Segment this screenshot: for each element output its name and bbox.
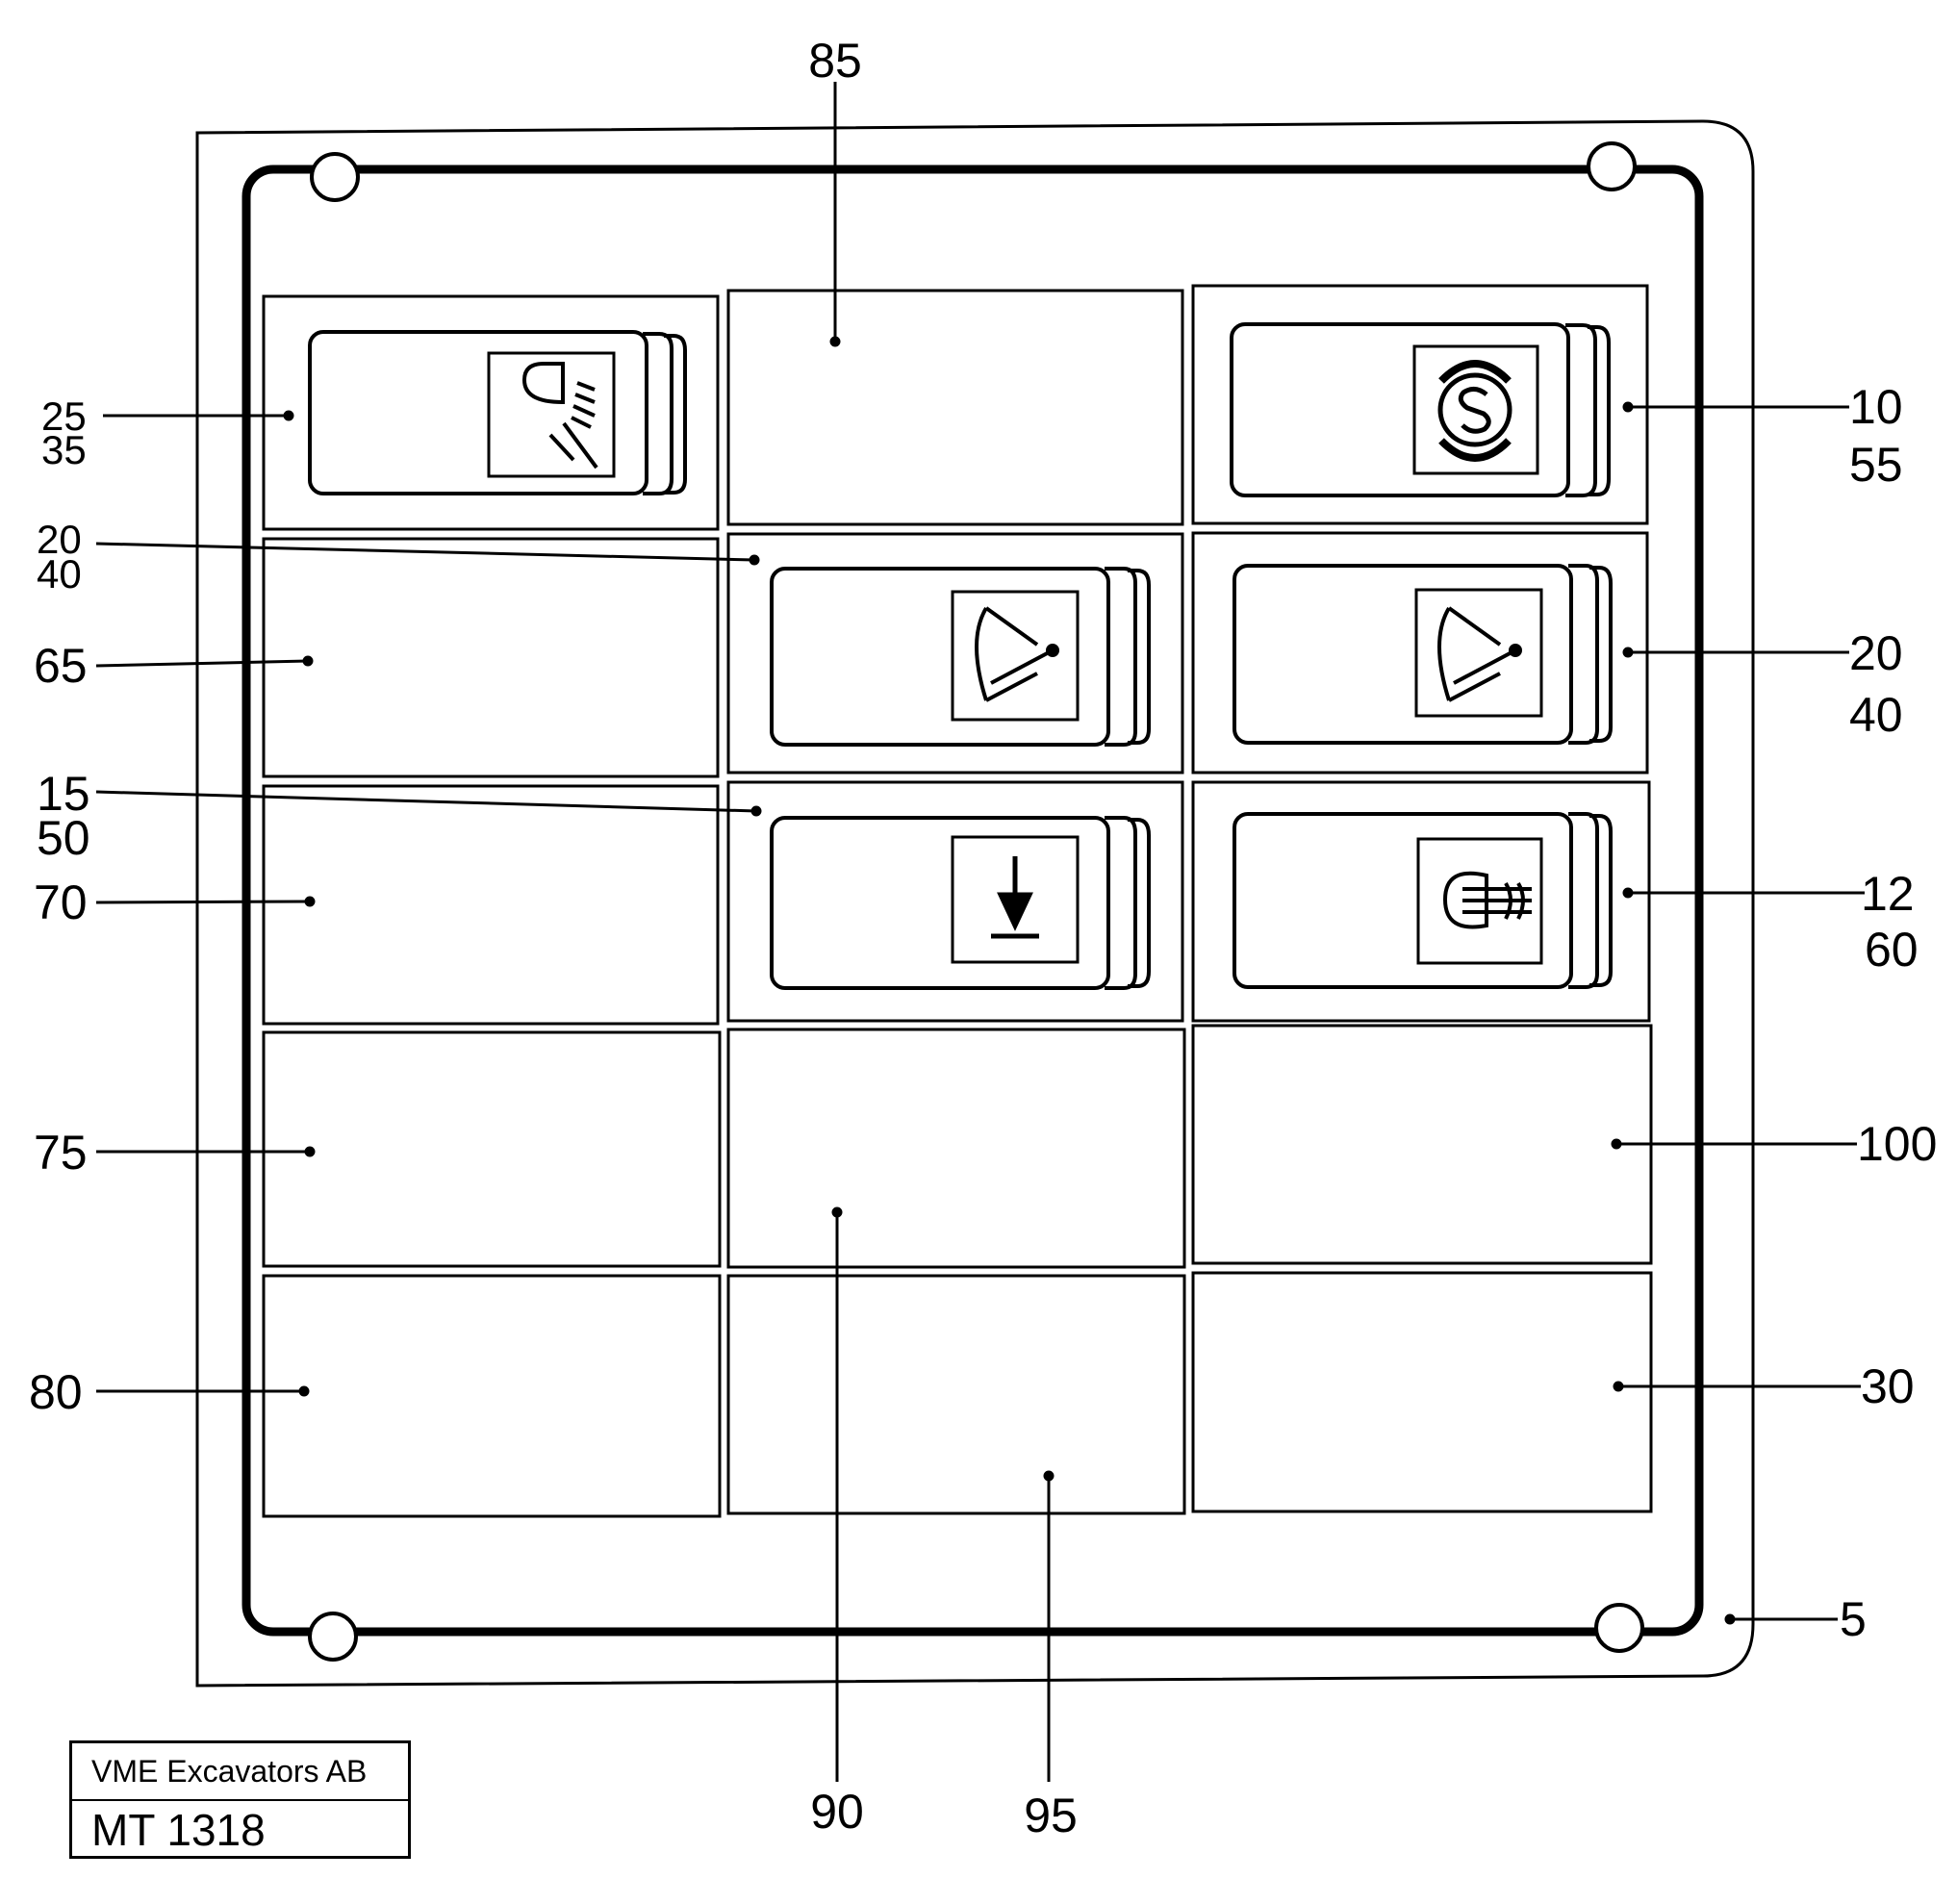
leader-lines xyxy=(95,82,1865,1782)
callout-100: 100 xyxy=(1857,1117,1937,1171)
cell-r5c3 xyxy=(1191,1271,1653,1513)
switch-r3c3 xyxy=(1233,812,1613,989)
callout-50: 50 xyxy=(37,811,90,865)
switch-r1c1 xyxy=(308,330,687,495)
caption-company: VME Excavators AB xyxy=(72,1743,408,1801)
callout-40-right: 40 xyxy=(1849,688,1903,742)
cell-r4c3 xyxy=(1191,1024,1653,1265)
s-symbol-icon xyxy=(1437,360,1512,462)
switch-r2c2 xyxy=(770,567,1151,747)
wiper-icon xyxy=(975,606,1059,702)
callout-35: 35 xyxy=(41,427,87,472)
caption-box: VME Excavators AB MT 1318 xyxy=(69,1740,411,1859)
switch-r2c3 xyxy=(1233,564,1613,745)
callout-55: 55 xyxy=(1849,438,1903,492)
wiper-icon xyxy=(1437,606,1522,702)
cell-r3c3 xyxy=(1191,780,1651,1023)
switch-grid xyxy=(262,284,1653,1518)
callout-90: 90 xyxy=(810,1785,864,1839)
callout-10: 10 xyxy=(1849,380,1903,434)
screw-hole-bottom-left xyxy=(308,1612,358,1662)
callout-70: 70 xyxy=(34,876,88,929)
cell-r1c2 xyxy=(726,289,1184,526)
callout-65: 65 xyxy=(34,639,88,693)
callout-30: 30 xyxy=(1861,1359,1915,1413)
cell-r3c2 xyxy=(726,780,1184,1023)
callout-25: 25 xyxy=(41,393,87,439)
callout-labels: 85 25 35 10 55 20 40 65 20 40 15 50 70 1… xyxy=(29,34,1937,1842)
cell-r1c1 xyxy=(262,294,720,531)
callout-80: 80 xyxy=(29,1365,83,1419)
callout-60: 60 xyxy=(1865,923,1919,977)
callout-20-left: 20 xyxy=(37,517,82,562)
screw-hole-top-right xyxy=(1587,141,1637,191)
callout-12: 12 xyxy=(1861,867,1915,921)
rocker-switches xyxy=(308,322,1613,990)
screw-hole-top-left xyxy=(310,152,360,202)
cell-r2c1 xyxy=(262,537,720,778)
callout-95: 95 xyxy=(1024,1789,1078,1842)
callout-75: 75 xyxy=(34,1126,88,1180)
callout-20-right: 20 xyxy=(1849,626,1903,680)
cell-r2c2 xyxy=(726,532,1184,774)
cell-r5c1 xyxy=(262,1274,722,1518)
cell-r4c2 xyxy=(726,1028,1186,1269)
panel-outer-plate xyxy=(195,119,1755,1688)
cell-r5c2 xyxy=(726,1274,1186,1515)
cell-r2c3 xyxy=(1191,531,1649,774)
cell-r3c1 xyxy=(262,784,720,1026)
callout-5: 5 xyxy=(1840,1592,1867,1646)
callout-85: 85 xyxy=(808,34,862,88)
callout-40-left: 40 xyxy=(37,551,82,597)
callout-15: 15 xyxy=(37,767,90,821)
cell-r4c1 xyxy=(262,1030,722,1268)
cell-r1c3 xyxy=(1191,284,1649,525)
screw-holes xyxy=(308,141,1644,1662)
arrow-down-icon xyxy=(991,856,1039,939)
fog-light-icon xyxy=(1442,871,1532,929)
headlight-icon xyxy=(521,362,598,470)
switch-r3c2 xyxy=(770,816,1151,990)
switch-r1c3 xyxy=(1230,322,1611,497)
screw-hole-bottom-right xyxy=(1594,1603,1644,1653)
caption-code: MT 1318 xyxy=(91,1805,266,1855)
